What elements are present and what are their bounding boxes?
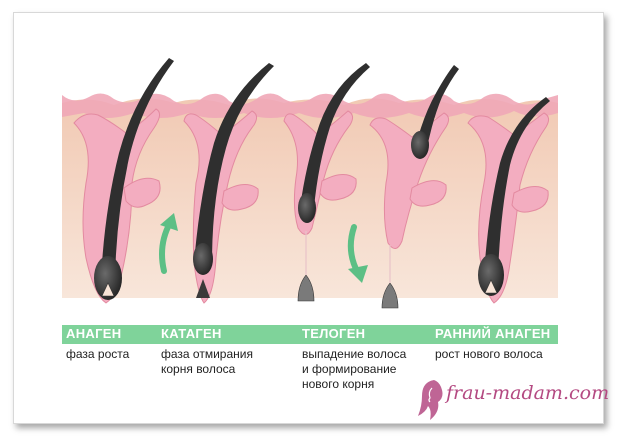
phase-title-early-anagen: РАННИЙ АНАГЕН — [435, 326, 551, 341]
woman-profile-icon — [414, 376, 448, 422]
diagram-frame: АНАГЕН КАТАГЕН ТЕЛОГЕН РАННИЙ АНАГЕН фаз… — [13, 12, 604, 424]
hair-bulb-catagen — [193, 243, 213, 275]
hair-bulb-telogen — [298, 193, 316, 223]
phase-title-anagen: АНАГЕН — [66, 326, 121, 341]
brand-text: frau-madam.com — [446, 382, 609, 404]
brand-watermark[interactable]: frau-madam.com — [414, 376, 604, 428]
phase-desc-anagen: фаза роста — [66, 347, 129, 362]
phase-desc-telogen: выпадение волоса и формирование нового к… — [302, 347, 406, 392]
phase-desc-catagen: фаза отмирания корня волоса — [161, 347, 253, 377]
phase-title-catagen: КАТАГЕН — [161, 326, 222, 341]
hair-bulb-shedding — [411, 131, 429, 159]
phase-title-telogen: ТЕЛОГЕН — [302, 326, 365, 341]
hair-growth-cycle-illustration — [14, 13, 603, 325]
phase-desc-early-anagen: рост нового волоса — [435, 347, 543, 362]
